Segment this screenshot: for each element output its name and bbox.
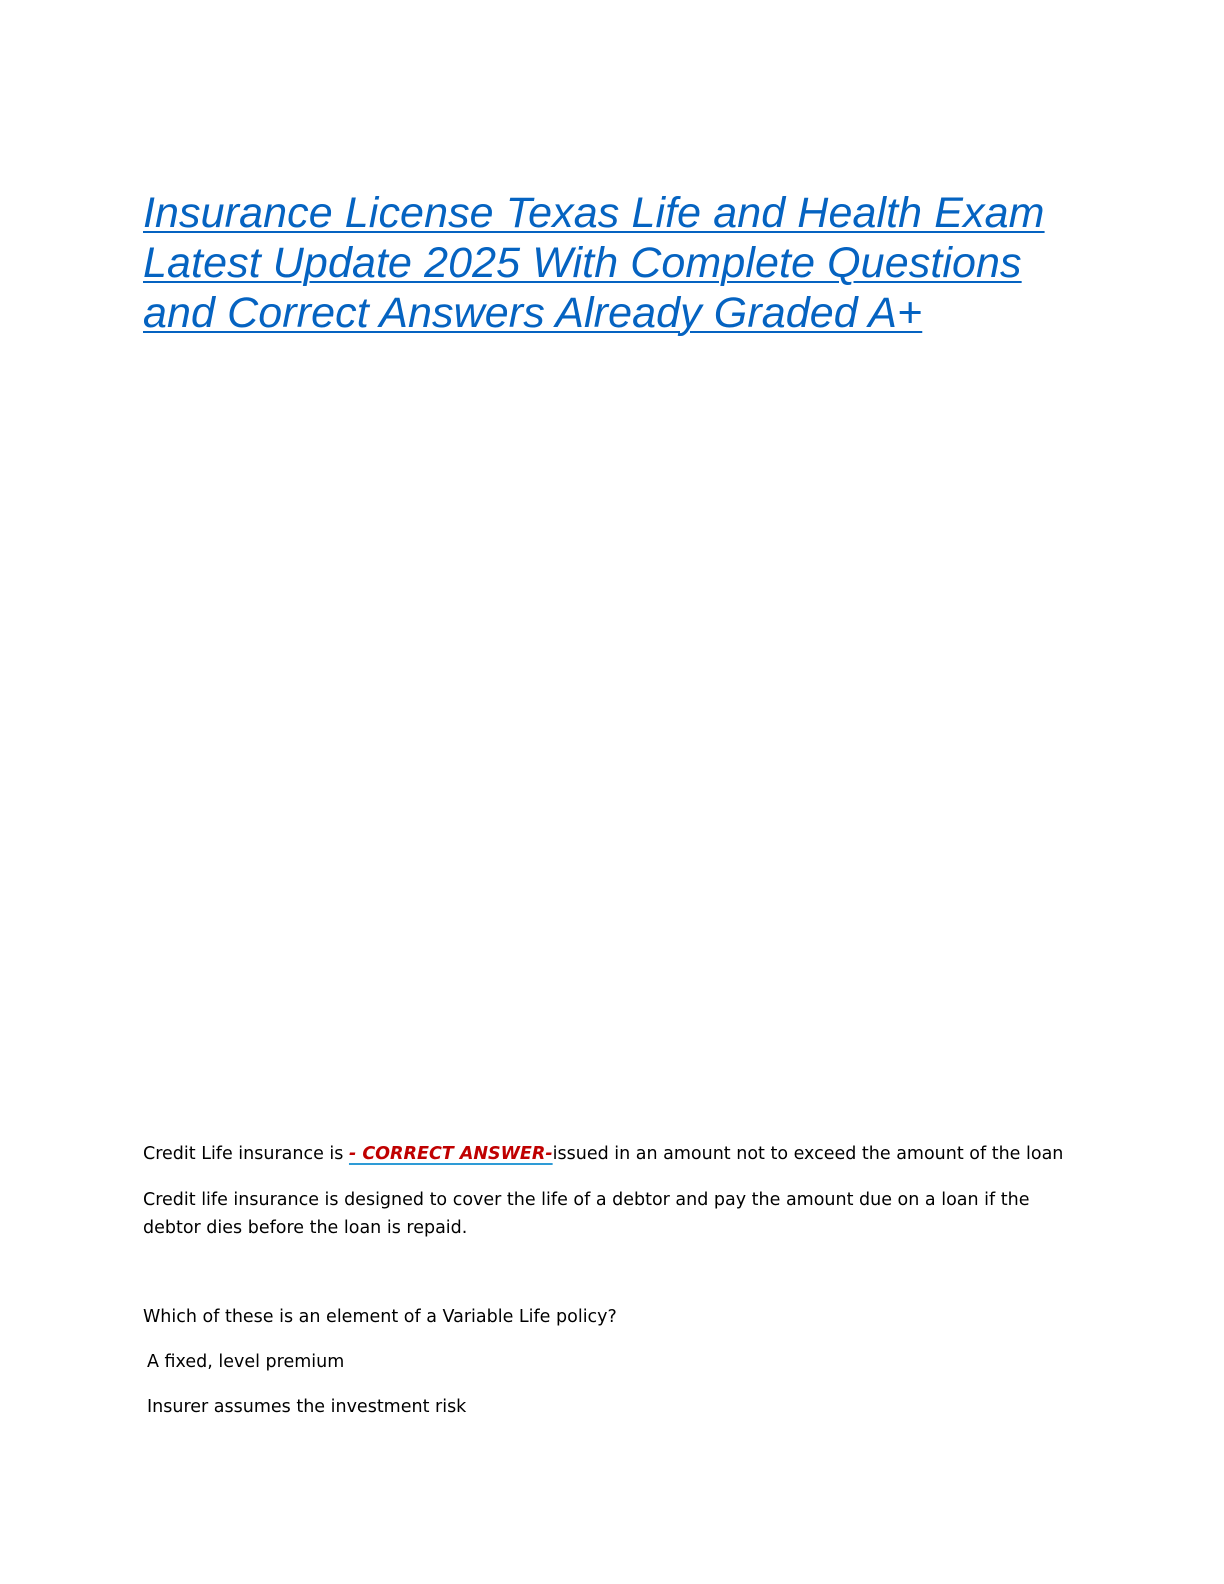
option-item: A fixed, level premium (147, 1352, 345, 1372)
correct-answer-tag: - CORRECT ANSWER- (348, 1144, 553, 1164)
question-variable-life: Which of these is an element of a Variab… (143, 1307, 617, 1327)
question-prompt: Credit Life insurance is (143, 1144, 349, 1164)
option-item: Insurer assumes the investment risk (147, 1397, 467, 1417)
answer-text: issued in an amount not to exceed the am… (552, 1144, 1064, 1164)
question-credit-life: Credit Life insurance is - CORRECT ANSWE… (143, 1140, 1063, 1168)
answer-explanation: Credit life insurance is designed to cov… (143, 1190, 1030, 1238)
document-title[interactable]: Insurance License Texas Life and Health … (143, 189, 1045, 337)
